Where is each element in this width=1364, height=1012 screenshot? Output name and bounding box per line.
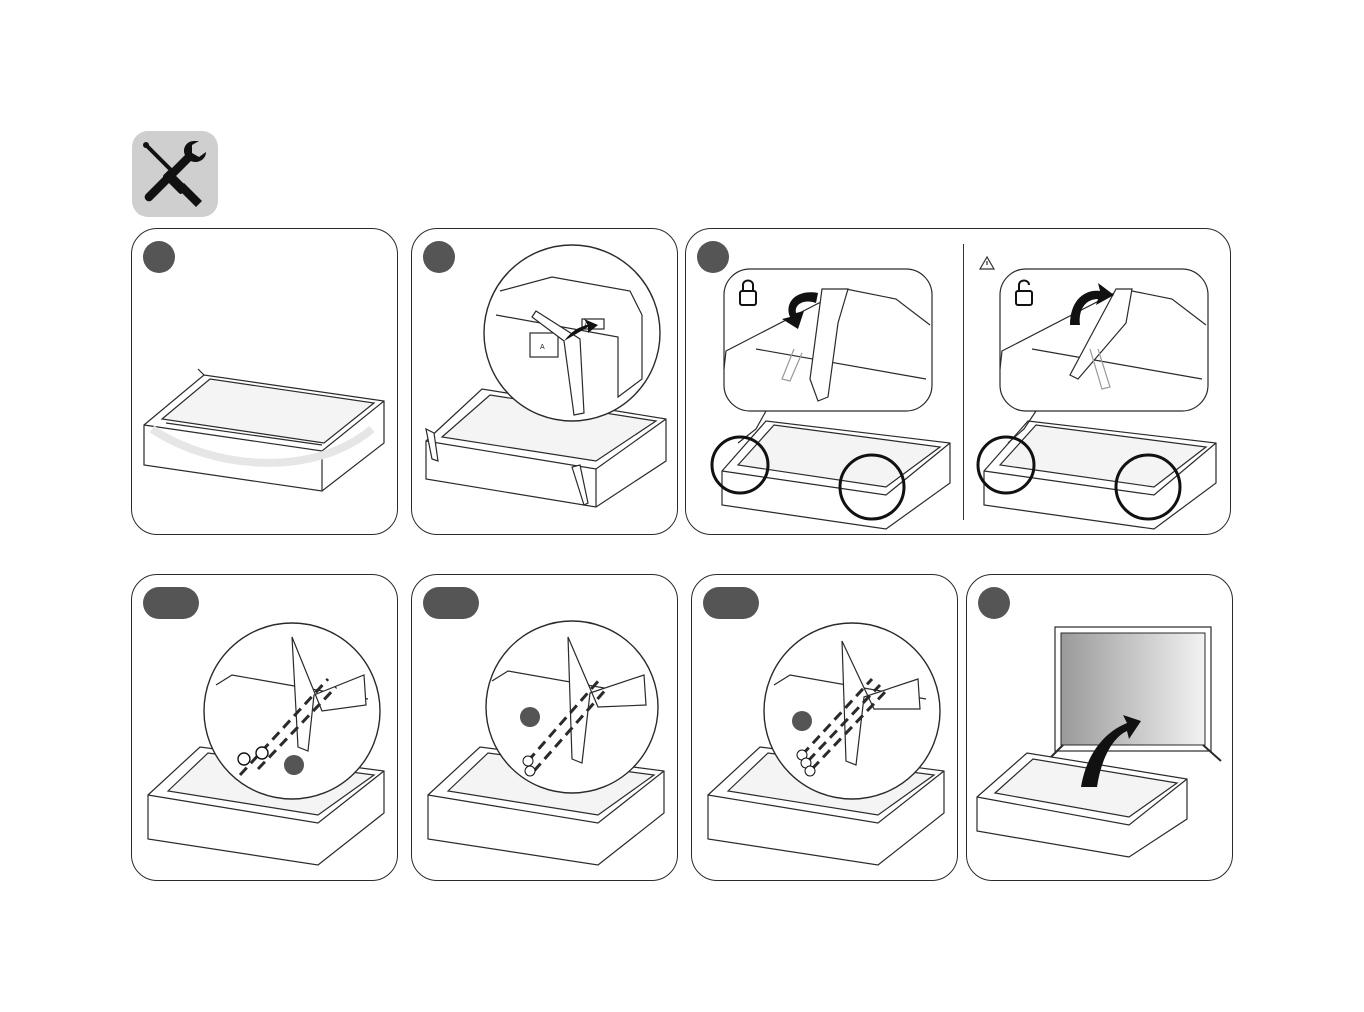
stand-insert-diagram: A A bbox=[412, 229, 678, 535]
part-label-a: A bbox=[540, 344, 545, 351]
step-6-panel bbox=[691, 574, 958, 881]
stand-screw-diagram-a bbox=[132, 575, 398, 881]
stand-screw-diagram-b bbox=[412, 575, 678, 881]
tv-on-box-diagram bbox=[132, 229, 398, 535]
step-4-panel bbox=[131, 574, 398, 881]
step-2-panel: A A bbox=[411, 228, 678, 535]
warning-icon bbox=[980, 257, 994, 269]
tools-icon bbox=[132, 131, 218, 217]
tv-lift-diagram bbox=[967, 575, 1233, 881]
stand-screw-diagram-c bbox=[692, 575, 958, 881]
panel-divider bbox=[963, 244, 964, 520]
step-1-panel bbox=[131, 228, 398, 535]
stand-rotate-diagram bbox=[686, 229, 1231, 535]
step-3-panel bbox=[685, 228, 1231, 535]
step-5-panel bbox=[411, 574, 678, 881]
step-7-panel bbox=[966, 574, 1233, 881]
